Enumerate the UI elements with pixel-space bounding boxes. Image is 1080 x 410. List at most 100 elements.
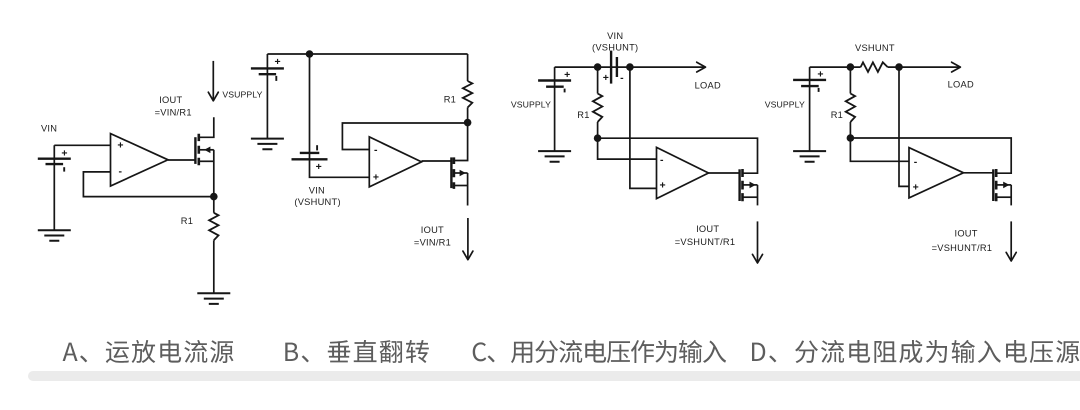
opamp-plus-sign: +: [660, 180, 666, 192]
ground-icon: [793, 150, 827, 163]
battery-minus-sign: -: [620, 72, 624, 84]
vsupply-label: VSUPPLY: [765, 99, 805, 109]
mosfet-terminal-wire: [453, 122, 469, 162]
opamp-minus-sign: -: [660, 154, 664, 166]
opamp-b: [368, 135, 424, 189]
ground-icon: [197, 292, 231, 305]
battery-plus-sign: +: [316, 161, 322, 173]
load-label: LOAD: [695, 80, 721, 90]
battery-plus-sign: +: [817, 68, 823, 80]
caption-d: D、分流电阻成为输入电压源: [749, 333, 1080, 370]
iout-arrow-icon: [462, 218, 474, 261]
iout-label: IOUT: [421, 225, 444, 235]
junction-dot: [895, 63, 903, 71]
caption-b: B、垂直翻转: [282, 333, 432, 370]
resistor-vshunt: [859, 60, 889, 74]
battery-vshunt: + -: [603, 50, 624, 84]
junction-dot: [626, 63, 634, 71]
vshunt-label: (VSHUNT): [294, 197, 340, 207]
opamp-plus-sign: +: [373, 171, 379, 183]
r1-label: R1: [577, 110, 589, 120]
opamp-plus-sign: +: [117, 140, 123, 152]
vin-label: VIN: [309, 186, 325, 196]
battery-plus-sign: +: [564, 69, 570, 81]
resistor-r1-d: [843, 67, 857, 138]
circuit-b: + + - +: [250, 50, 475, 261]
wire: [341, 122, 468, 151]
caption-a: A、运放电流源: [62, 333, 236, 370]
vin-label: VIN: [41, 123, 57, 133]
resistor-zigzag: [207, 212, 221, 241]
resistor-r1-b: [460, 54, 475, 123]
opamp-minus-sign: -: [374, 144, 378, 156]
wire: [597, 137, 759, 175]
r1-label: R1: [181, 216, 193, 226]
iout-formula-label: =VSHUNT/R1: [932, 243, 993, 253]
battery-vsupply: +: [538, 69, 572, 93]
battery-vin: +: [37, 147, 71, 172]
opamp-c: [655, 146, 711, 200]
iout-formula-label: =VIN/R1: [414, 237, 451, 247]
vsupply-arrow-icon: [207, 60, 220, 102]
vshunt-label: (VSHUNT): [592, 42, 638, 52]
battery-plus-sign: +: [275, 56, 281, 68]
bottom-highlight-band: [28, 370, 1080, 382]
resistor-zigzag: [460, 80, 475, 109]
load-arrow-head: [695, 61, 707, 73]
mosfet-d: [992, 169, 1013, 206]
battery-plus-sign: +: [61, 147, 67, 159]
arrow-head: [751, 253, 764, 264]
mosfet-b: [450, 122, 469, 206]
resistor-zigzag: [591, 92, 605, 123]
resistor-r1-a: [207, 196, 221, 294]
wire: [898, 67, 909, 188]
vsupply-label: VSUPPLY: [511, 99, 551, 109]
opamp-plus-sign: +: [913, 182, 919, 194]
caption-c: C、用分流电压作为输入: [471, 333, 727, 370]
battery-vsupply: +: [250, 56, 284, 81]
iout-label: IOUT: [954, 228, 977, 238]
r1-label: R1: [444, 95, 456, 105]
circuit-d: + - +: [765, 43, 1018, 262]
load-arrow-head: [950, 61, 962, 73]
circuit-c: + + - - +: [511, 31, 764, 264]
opamp-a: [109, 132, 171, 188]
battery-vshunt: +: [291, 145, 328, 173]
iout-label: IOUT: [159, 95, 182, 105]
iout-formula-label: =VSHUNT/R1: [675, 237, 736, 247]
mosfet-terminal-wire: [198, 117, 215, 139]
iout-label: IOUT: [696, 224, 719, 234]
vsupply-label: VSUPPLY: [222, 89, 262, 99]
mosfet-body-arrow-icon: [459, 169, 466, 177]
wire: [629, 67, 657, 190]
junction-dot: [305, 50, 314, 58]
wire: [308, 54, 370, 179]
ground-icon: [538, 150, 572, 163]
vshunt-label: VSHUNT: [855, 43, 895, 53]
ground-icon: [37, 229, 71, 242]
arrow-head: [207, 91, 220, 102]
iout-arrow-icon: [751, 221, 764, 264]
ground-icon: [250, 137, 284, 151]
iout-formula-label: =VIN/R1: [155, 108, 192, 118]
arrow-head: [1005, 251, 1018, 262]
vin-label: VIN: [607, 31, 623, 41]
mosfet-body-arrow-icon: [204, 146, 211, 154]
circuit-a: + + -: [37, 60, 262, 305]
opamp-minus-sign: -: [118, 165, 122, 177]
mosfet-a: [194, 117, 215, 197]
mosfet-body-arrow-icon: [1003, 181, 1010, 189]
wire: [82, 171, 214, 198]
battery-plus-sign: +: [603, 72, 609, 84]
load-label: LOAD: [948, 79, 974, 89]
iout-arrow-icon: [1005, 221, 1018, 262]
resistor-r1-c: [591, 67, 605, 139]
wire: [596, 138, 657, 160]
wire: [849, 138, 909, 163]
mosfet-c: [738, 169, 759, 206]
wire: [850, 137, 1013, 175]
mosfet-body-arrow-icon: [749, 181, 756, 189]
